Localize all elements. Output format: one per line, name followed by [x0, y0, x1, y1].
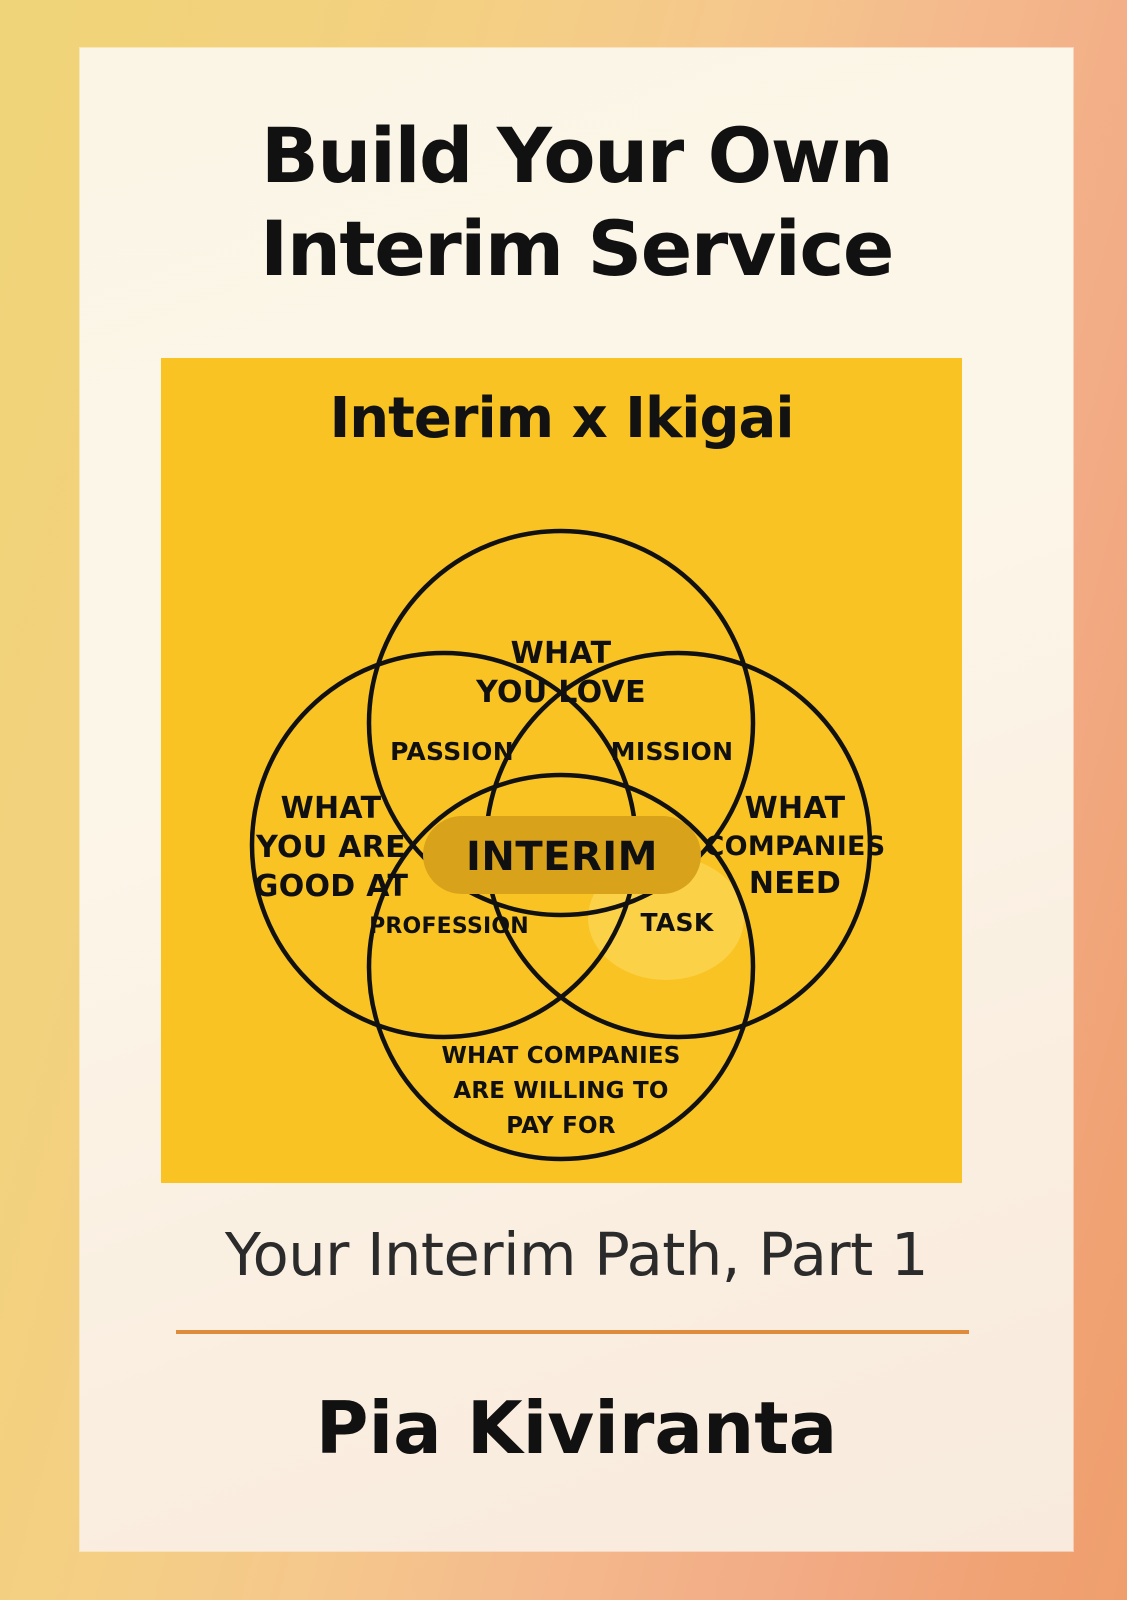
svg-text:WHAT: WHAT — [745, 791, 846, 826]
svg-text:COMPANIES: COMPANIES — [704, 831, 885, 862]
cover-card: Build Your Own Interim Service Interim x… — [80, 48, 1073, 1551]
interim-highlight — [423, 816, 701, 894]
label-what-you-love: WHAT YOU LOVE — [475, 636, 646, 710]
label-profession: PROFESSION — [369, 914, 529, 939]
author-name: Pia Kiviranta — [315, 1386, 838, 1470]
label-mission: MISSION — [611, 737, 734, 766]
circle-bottom — [366, 772, 756, 1162]
ikigai-panel: Interim x Ikigai — [161, 358, 962, 1183]
label-task: TASK — [640, 908, 714, 937]
venn-diagram: WHAT YOU LOVE WHAT YOU ARE GOOD AT WHAT … — [161, 358, 962, 1183]
label-passion: PASSION — [390, 737, 514, 766]
svg-text:WHAT COMPANIES: WHAT COMPANIES — [441, 1043, 680, 1069]
label-what-companies-pay-for: WHAT COMPANIES ARE WILLING TO PAY FOR — [441, 1043, 680, 1139]
label-interim: INTERIM — [466, 834, 658, 880]
book-title: Build Your Own Interim Service — [80, 110, 1073, 295]
label-what-companies-need: WHAT COMPANIES NEED — [704, 791, 885, 901]
label-what-you-are-good-at: WHAT YOU ARE GOOD AT — [254, 791, 409, 904]
circle-top — [366, 528, 756, 918]
svg-text:YOU LOVE: YOU LOVE — [475, 675, 646, 710]
title-line-2: Interim Service — [260, 203, 894, 293]
svg-text:PAY FOR: PAY FOR — [506, 1113, 615, 1139]
svg-text:ARE WILLING TO: ARE WILLING TO — [453, 1078, 668, 1104]
svg-text:WHAT: WHAT — [511, 636, 612, 671]
svg-text:GOOD AT: GOOD AT — [254, 869, 409, 904]
book-subtitle: Your Interim Path, Part 1 — [224, 1220, 929, 1289]
svg-text:NEED: NEED — [749, 866, 841, 901]
divider-rule — [176, 1330, 969, 1334]
title-line-1: Build Your Own — [260, 111, 894, 200]
panel-heading: Interim x Ikigai — [329, 386, 794, 451]
svg-text:WHAT: WHAT — [281, 791, 382, 826]
svg-text:YOU ARE: YOU ARE — [255, 830, 406, 865]
